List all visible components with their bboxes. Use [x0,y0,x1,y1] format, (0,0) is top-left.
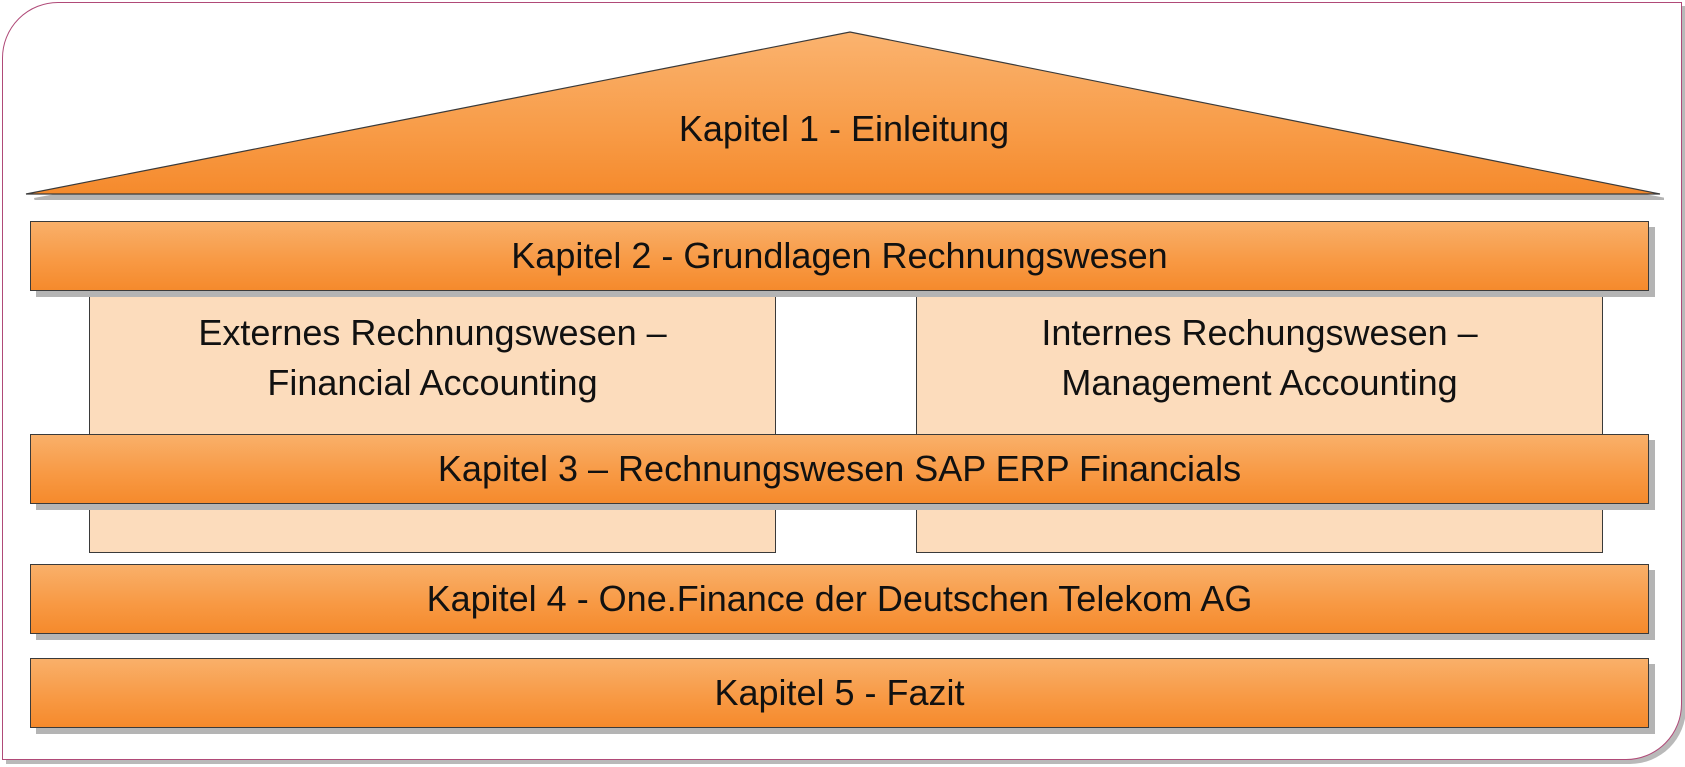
pillar-external-line2: Financial Accounting [267,362,598,403]
chapter-2-bar: Kapitel 2 - Grundlagen Rechnungswesen [30,221,1649,291]
chapter-5-label: Kapitel 5 - Fazit [714,672,965,713]
pillar-internal [916,290,1603,553]
roof-triangle [25,31,1664,200]
chapter-4-label: Kapitel 4 - One.Finance der Deutschen Te… [426,578,1253,619]
pillar-external [89,290,776,553]
chapter-1-label: Kapitel 1 - Einleitung [678,108,1010,149]
chapter-3-label: Kapitel 3 – Rechnungswesen SAP ERP Finan… [437,448,1242,489]
pillar-internal-line2: Management Accounting [1061,362,1458,403]
chapter-2-label: Kapitel 2 - Grundlagen Rechnungswesen [511,235,1168,276]
pillar-internal-label: Internes Rechungswesen – Management Acco… [916,308,1603,408]
pillar-internal-line1: Internes Rechungswesen – [1041,312,1478,353]
pillar-external-label: Externes Rechnungswesen – Financial Acco… [89,308,776,408]
chapter-5-bar: Kapitel 5 - Fazit [30,658,1649,728]
chapter-4-bar: Kapitel 4 - One.Finance der Deutschen Te… [30,564,1649,634]
chapter-3-bar: Kapitel 3 – Rechnungswesen SAP ERP Finan… [30,434,1649,504]
pillar-external-line1: Externes Rechnungswesen – [198,312,667,353]
